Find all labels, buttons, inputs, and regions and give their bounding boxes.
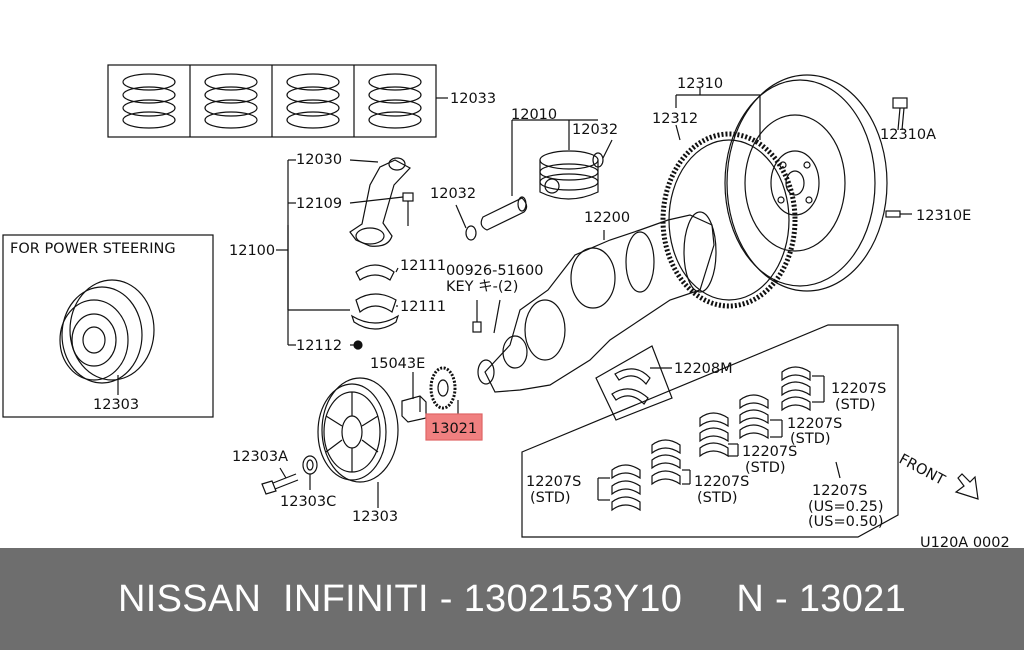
parts-diagram: 12033 12010 12032 12032 12310 12312 1231…: [2, 64, 1010, 548]
label-snap-ring-left: 12032: [430, 186, 476, 202]
snap-ring-right: [592, 139, 613, 168]
main-brg-1: [611, 464, 641, 512]
label-main-brg-3-std: (STD): [745, 460, 786, 476]
main-brg-2: [651, 439, 681, 486]
label-rod-bearing-lower: 12111: [400, 299, 446, 315]
flywheel-bolt: [892, 97, 908, 131]
label-flywheel-pin: 12310E: [916, 208, 971, 224]
flywheel: [724, 74, 888, 292]
pulley-washer: [302, 455, 318, 490]
label-main-brg-us1: (US=0.25): [808, 499, 884, 515]
thrust-bearing: [595, 345, 673, 421]
pulley-bolt: [261, 467, 299, 495]
main-brg-5: [781, 366, 811, 412]
ring-set-1: [122, 73, 176, 129]
rod-nut: [353, 340, 363, 350]
label-main-brg-2: 12207S: [787, 416, 842, 432]
label-main-brg-3: 12207S: [742, 444, 797, 460]
ring-set-3: [286, 73, 340, 129]
label-rings: 12033: [450, 91, 496, 107]
crank-pulley: [317, 377, 399, 508]
label-main-brg-5: 12207S: [526, 474, 581, 490]
label-key: KEY キ-(2): [446, 279, 518, 295]
label-main-brg-us: 12207S: [812, 483, 867, 499]
label-key-partno: 00926-51600: [446, 263, 544, 279]
label-pulley-bolt: 12303A: [232, 449, 288, 465]
label-rod-bushing: 12030: [296, 152, 342, 168]
label-main-brg-5-std: (STD): [530, 490, 571, 506]
power-steering-box: [2, 234, 214, 418]
label-pulley: 12303: [352, 509, 398, 525]
crank-sprocket: [429, 366, 459, 414]
label-sprocket-key: 15043E: [370, 356, 425, 372]
rod-bolt: [402, 192, 414, 226]
label-crankshaft: 12200: [584, 210, 630, 226]
snap-ring-left: [455, 204, 477, 241]
label-diagram-code: U120A 0002: [920, 535, 1010, 548]
label-piston: 12010: [511, 107, 557, 123]
front-arrow-icon: [954, 473, 979, 500]
label-main-brg-4: 12207S: [694, 474, 749, 490]
label-ps-title: FOR POWER STEERING: [10, 241, 176, 257]
label-flywheel-assy: 12310: [677, 76, 723, 92]
piston-rings-group: [107, 64, 448, 138]
crankshaft: [477, 211, 717, 393]
crank-key: [472, 299, 501, 334]
label-main-brg-2-std: (STD): [790, 431, 831, 447]
label-snap-ring-right: 12032: [572, 122, 618, 138]
callout-labels: 12033 12010 12032 12032 12310 12312 1231…: [10, 76, 1010, 548]
sprocket-key-block: [401, 372, 427, 423]
label-main-brg-1: 12207S: [831, 381, 886, 397]
label-sprocket: 13021: [431, 421, 477, 437]
ring-set-2: [204, 73, 258, 129]
part-number-banner: NISSAN INFINITI - 1302153Y10 N - 13021: [0, 548, 1024, 650]
label-ring-gear: 12312: [652, 111, 698, 127]
piston-pin: [480, 196, 528, 231]
label-rod-nut: 12112: [296, 338, 342, 354]
label-thrust-bearing: 12208M: [674, 361, 733, 377]
piston: [511, 119, 599, 200]
label-main-brg-1-std: (STD): [835, 397, 876, 413]
flywheel-pin: [885, 210, 912, 218]
label-flywheel-bolt: 12310A: [880, 127, 936, 143]
label-ps-pulley: 12303: [93, 397, 139, 413]
main-brg-4: [739, 394, 769, 440]
label-pulley-washer: 12303C: [280, 494, 336, 510]
label-main-brg-us2: (US=0.50): [808, 514, 884, 530]
label-rod-bearing-upper: 12111: [400, 258, 446, 274]
main-bearing-tray: [521, 324, 899, 538]
highlight-13021: [425, 413, 483, 441]
label-main-brg-4-std: (STD): [697, 490, 738, 506]
banner-text: NISSAN INFINITI - 1302153Y10 N - 13021: [117, 577, 907, 620]
connecting-rod: [349, 157, 411, 247]
rod-bearing-upper: [355, 264, 395, 281]
label-rod-bolt: 12109: [296, 196, 342, 212]
label-rod-assy: 12100: [229, 243, 275, 259]
main-brg-3: [699, 412, 729, 458]
label-front: FRONT: [896, 451, 947, 488]
ring-set-4: [368, 73, 422, 129]
rod-bearing-lower: [350, 293, 400, 330]
